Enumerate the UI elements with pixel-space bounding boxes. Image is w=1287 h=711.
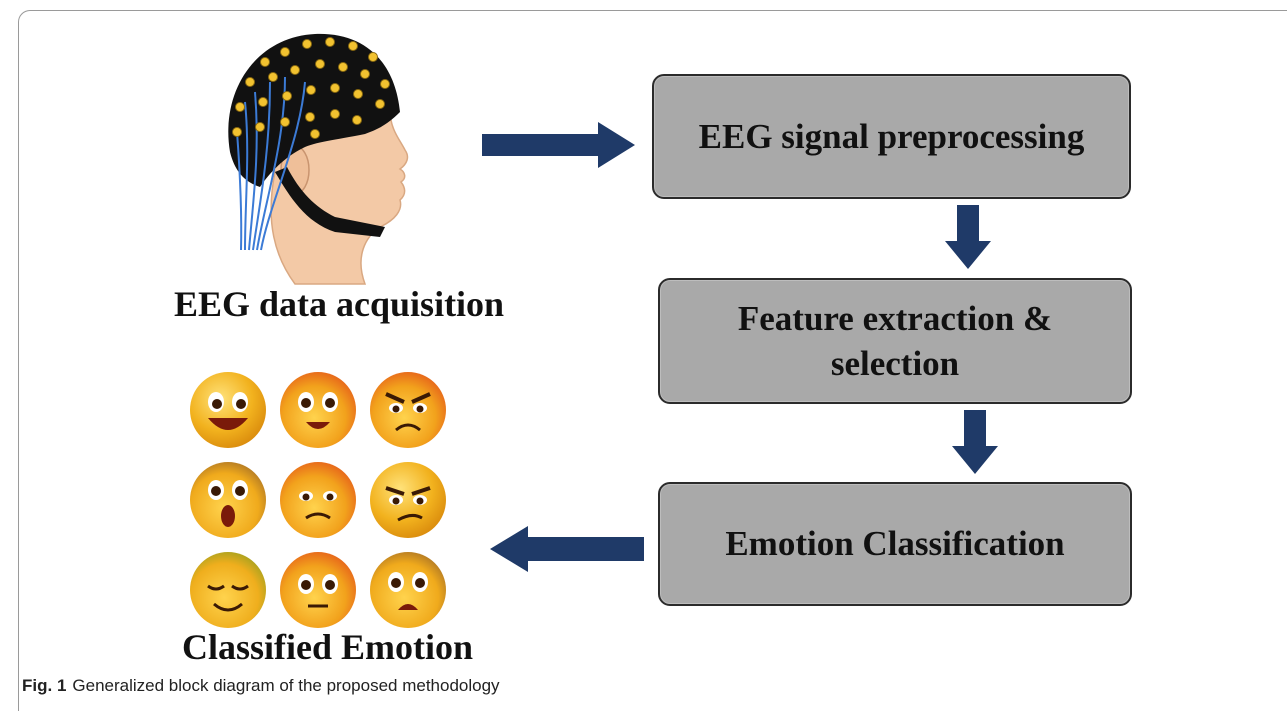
- step-label: Emotion Classification: [725, 524, 1065, 564]
- step-box-emotion-classification: Emotion Classification: [658, 482, 1132, 606]
- figure-caption: Fig. 1 Generalized block diagram of the p…: [22, 676, 500, 696]
- face-sad: [280, 462, 356, 538]
- step-box-preprocessing: EEG signal preprocessing: [652, 74, 1131, 199]
- face-suspicious: [370, 462, 446, 538]
- face-happy: [190, 372, 266, 448]
- step-label: Feature extraction & selection: [737, 298, 1053, 384]
- arrow-right: [482, 122, 635, 168]
- emotion-faces-grid: [190, 372, 446, 628]
- face-neutral: [280, 552, 356, 628]
- arrow-down-2: [952, 410, 998, 474]
- figure-frame: [18, 10, 1287, 711]
- face-calm: [190, 552, 266, 628]
- face-angry: [370, 372, 446, 448]
- arrow-left: [490, 526, 644, 572]
- face-surprised-happy: [280, 372, 356, 448]
- step-box-feature-extraction: Feature extraction & selection: [658, 278, 1132, 404]
- arrow-down-1: [945, 205, 991, 269]
- step-label: EEG signal preprocessing: [698, 116, 1085, 156]
- eeg-head-illustration: [228, 33, 409, 285]
- figure-number: Fig. 1: [22, 676, 67, 695]
- output-label: Classified Emotion: [182, 627, 474, 667]
- input-label: EEG data acquisition: [174, 284, 505, 324]
- face-worried: [370, 552, 446, 628]
- caption-text: Generalized block diagram of the propose…: [72, 676, 500, 695]
- face-shocked: [190, 462, 266, 538]
